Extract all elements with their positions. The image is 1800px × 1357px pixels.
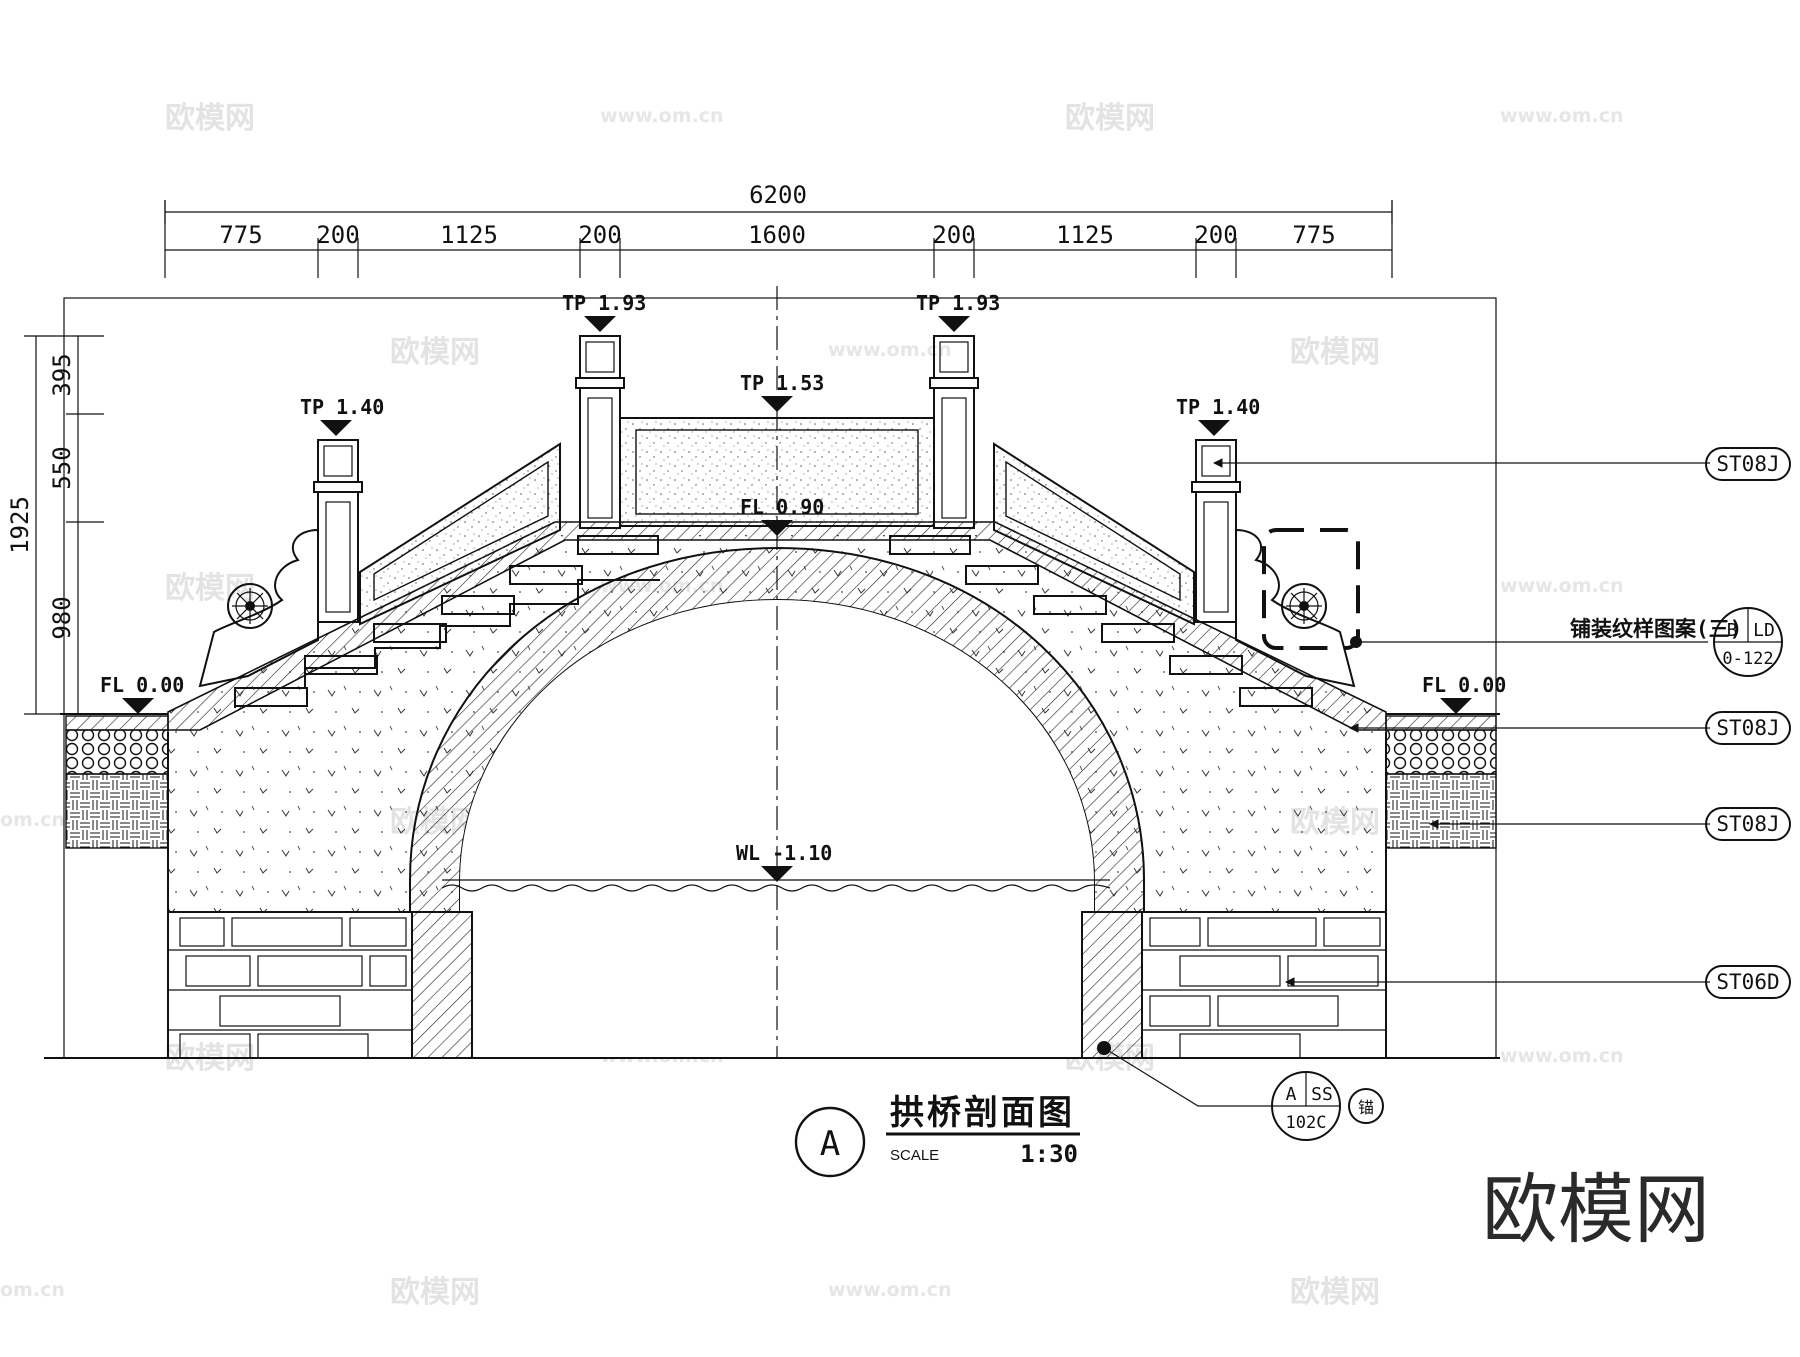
callout-bubble-ground	[1705, 807, 1791, 841]
left-abutment	[167, 911, 413, 1059]
callout-bubble-masonry	[1705, 965, 1791, 999]
svg-text:欧模网: 欧模网	[165, 101, 255, 136]
callout-deck-ref: ST08J	[1716, 716, 1779, 740]
svg-text:欧模网: 欧模网	[165, 571, 255, 606]
svg-text:www.om.cn: www.om.cn	[1500, 1045, 1624, 1067]
dim-seg-4: 200	[578, 221, 621, 249]
level-fl-left: FL 0.00	[100, 673, 184, 697]
dim-seg-6: 200	[932, 221, 975, 249]
level-markers: TP 1.40 TP 1.93 TP 1.53 TP 1.93 TP 1.40 …	[100, 291, 1506, 882]
dim-ticks	[164, 200, 1393, 278]
post-inner-right	[929, 335, 979, 529]
level-tp-inner-left: TP 1.93	[562, 291, 646, 315]
post-inner-left	[575, 335, 625, 529]
svg-text:欧模网: 欧模网	[1065, 101, 1155, 136]
level-triangle	[761, 396, 793, 412]
left-pier-footing	[411, 911, 473, 1059]
dim-left-2: 550	[48, 446, 76, 489]
level-tp-outer-left: TP 1.40	[300, 395, 384, 419]
brand-watermark: 欧模网	[1482, 1165, 1710, 1254]
level-tp-outer-right: TP 1.40	[1176, 395, 1260, 419]
level-triangle	[584, 316, 616, 332]
level-wl: WL -1.10	[736, 841, 832, 865]
level-triangle	[122, 698, 154, 714]
svg-text:om.cn: om.cn	[0, 809, 65, 831]
dim-left-3: 980	[48, 596, 76, 639]
svg-text:om.cn: om.cn	[0, 1279, 65, 1301]
callout-paving-ref-c: 0-122	[1722, 649, 1773, 669]
level-tp-inner-right: TP 1.93	[916, 291, 1000, 315]
callout-masonry-ref: ST06D	[1716, 970, 1779, 994]
callout-paving-ref-b: LD	[1753, 620, 1775, 641]
dim-left-total: 1925	[6, 496, 34, 554]
dim-seg-9: 775	[1292, 221, 1335, 249]
svg-text:欧模网: 欧模网	[1290, 1275, 1380, 1310]
svg-text:欧模网: 欧模网	[1290, 335, 1380, 370]
detail-box-dashed	[1262, 528, 1360, 650]
dim-seg-8: 200	[1194, 221, 1237, 249]
right-pier-footing	[1081, 911, 1143, 1059]
callout-bubble-post	[1705, 447, 1791, 481]
dim-seg-1: 775	[219, 221, 262, 249]
callout-paving-ref-a: B	[1727, 620, 1738, 641]
dim-seg-3: 1125	[440, 221, 498, 249]
ground-layers	[60, 713, 1500, 849]
callout-anchor-ref-b: SS	[1311, 1084, 1333, 1105]
level-fl-top: FL 0.90	[740, 495, 824, 519]
dim-seg-5: 1600	[748, 221, 806, 249]
level-triangle	[938, 316, 970, 332]
callouts: ST08J 铺装纹样图案(三) B LD 0-122 ST08J ST08J S…	[1097, 447, 1791, 1141]
scroll-ornament-right	[1235, 528, 1356, 688]
top-dimensions: 6200 775 200 1125 200 1600 200 1125 200 …	[164, 181, 1393, 278]
level-triangle	[320, 420, 352, 436]
callout-bubble-deck	[1705, 711, 1791, 745]
callout-anchor-tag: 锚	[1358, 1098, 1374, 1117]
svg-text:欧模网: 欧模网	[390, 335, 480, 370]
svg-text:欧模网: 欧模网	[390, 1275, 480, 1310]
callout-anchor-ref-a: A	[1286, 1084, 1297, 1105]
dim-left-1: 395	[48, 353, 76, 396]
level-triangle	[1198, 420, 1230, 436]
left-dimensions: 1925 395 550 980	[6, 335, 104, 715]
callout-anchor-tag-bubble	[1348, 1088, 1384, 1124]
right-abutment	[1141, 911, 1387, 1059]
scroll-ornament-left	[198, 528, 319, 688]
callout-ground-ref: ST08J	[1716, 812, 1779, 836]
svg-text:www.om.cn: www.om.cn	[828, 339, 952, 361]
svg-text:www.om.cn: www.om.cn	[600, 105, 724, 127]
section-letter: A	[820, 1124, 840, 1164]
level-tp-center: TP 1.53	[740, 371, 824, 395]
svg-text:www.om.cn: www.om.cn	[828, 1279, 952, 1301]
level-triangle	[761, 520, 793, 536]
scale-value: 1:30	[1020, 1140, 1078, 1168]
svg-text:www.om.cn: www.om.cn	[1500, 105, 1624, 127]
svg-text:www.om.cn: www.om.cn	[1500, 575, 1624, 597]
post-outer-right	[1191, 439, 1241, 623]
post-outer-left	[313, 439, 363, 623]
level-triangle	[761, 866, 793, 882]
callout-post-ref: ST08J	[1716, 452, 1779, 476]
level-triangle	[1440, 698, 1472, 714]
dim-seg-7: 1125	[1056, 221, 1114, 249]
scale-label: SCALE	[890, 1147, 939, 1164]
dim-overall: 6200	[749, 181, 807, 209]
drawing-title: 拱桥剖面图	[890, 1093, 1075, 1133]
section-marker-circle	[794, 1106, 866, 1178]
callout-anchor-ref-c: 102C	[1286, 1113, 1327, 1133]
title-block: A 拱桥剖面图 SCALE 1:30	[794, 1093, 1080, 1178]
level-fl-right: FL 0.00	[1422, 673, 1506, 697]
dim-seg-2: 200	[316, 221, 359, 249]
